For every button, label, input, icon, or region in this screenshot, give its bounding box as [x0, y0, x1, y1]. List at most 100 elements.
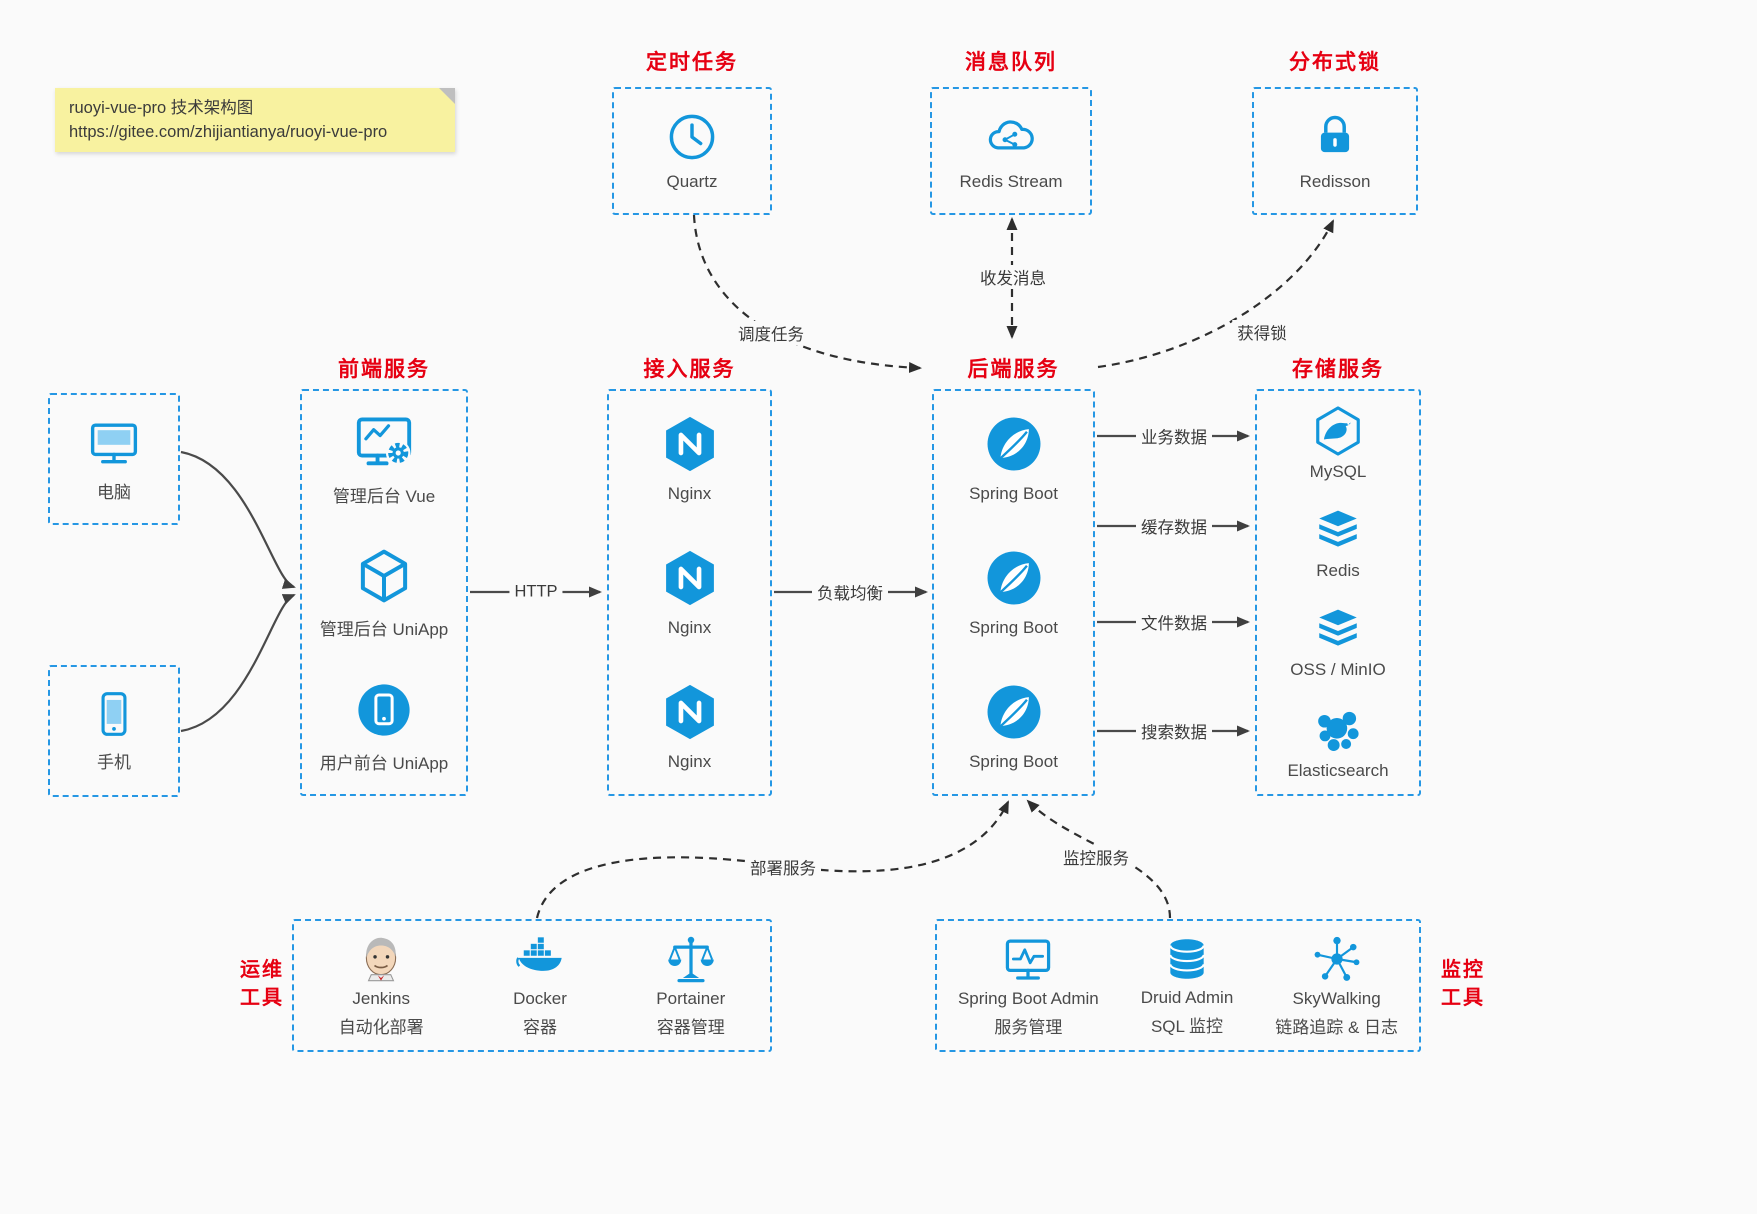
sba-sublabel: 服务管理 — [994, 1018, 1063, 1037]
elasticsearch-label: Elasticsearch — [1287, 761, 1389, 781]
ops-item-portainer: Portainer 容器管理 — [656, 933, 725, 1038]
distributed-lock-title: 分布式锁 — [1289, 51, 1381, 74]
redis-label: Redis — [1316, 560, 1360, 580]
redis-stream-label: Redis Stream — [959, 171, 1063, 191]
mobile-client-item: 手机 — [89, 689, 139, 773]
storage-services-title: 存储服务 — [1292, 358, 1384, 381]
portainer-sublabel: 容器管理 — [656, 1018, 725, 1037]
portainer-label: Portainer — [656, 989, 726, 1008]
monitor-item-sba: Spring Boot Admin 服务管理 — [958, 933, 1099, 1038]
user-uniapp-label: 用户前台 UniApp — [319, 754, 449, 774]
spring-boot-label-2: Spring Boot — [969, 617, 1058, 637]
nginx-label-3: Nginx — [667, 752, 712, 772]
nginx-icon — [659, 681, 721, 743]
druid-database-icon — [1162, 934, 1212, 984]
user-app-icon — [354, 680, 414, 740]
druid-sublabel: SQL 监控 — [1150, 1017, 1224, 1036]
ops-tools-title-line1: 运维 — [240, 959, 284, 981]
sticky-note: ruoyi-vue-pro 技术架构图 https://gitee.com/zh… — [55, 88, 455, 152]
elasticsearch-icon — [1312, 705, 1364, 757]
backend-item-spring-1: Spring Boot — [969, 413, 1058, 504]
frontend-item-user-uniapp: 用户前台 UniApp — [320, 680, 448, 774]
note-fold-corner — [439, 88, 455, 104]
storage-item-elasticsearch: Elasticsearch — [1287, 705, 1389, 781]
spring-boot-admin-icon — [1002, 933, 1054, 985]
load-balance-edge-label: 负载均衡 — [812, 580, 888, 604]
access-services-title: 接入服务 — [643, 358, 736, 381]
ops-tools-box: Jenkins 自动化部署 Docker 容器 Portainer 容器管理 — [292, 919, 772, 1052]
cache-data-edge-label: 缓存数据 — [1136, 514, 1212, 538]
storage-item-mysql: MySQL — [1309, 404, 1367, 482]
storage-services-box: MySQL Redis OSS / MinIO Elasticsearch — [1255, 389, 1421, 796]
nginx-label-1: Nginx — [667, 483, 712, 503]
storage-item-oss-minio: OSS / MinIO — [1290, 606, 1386, 680]
gateway-item-nginx-2: Nginx — [659, 547, 721, 638]
arrow-acquire-lock — [1097, 219, 1334, 369]
business-data-edge-label: 业务数据 — [1136, 424, 1212, 448]
nginx-icon — [659, 547, 721, 609]
redisson-box: Redisson — [1252, 87, 1418, 215]
schedule-task-edge-label: 调度任务 — [733, 321, 809, 345]
send-receive-message-edge-label: 收发消息 — [975, 265, 1051, 289]
storage-item-redis: Redis — [1313, 507, 1363, 581]
monitor-tools-title-line2: 工具 — [1441, 987, 1485, 1009]
skywalking-icon — [1311, 933, 1363, 985]
oss-minio-icon — [1313, 606, 1363, 656]
monitor-tools-title: 监控 工具 — [1435, 956, 1491, 1012]
pc-client-box: 电脑 — [48, 393, 180, 525]
quartz-box: Quartz — [612, 87, 772, 215]
frontend-item-admin-vue: 管理后台 Vue — [333, 411, 435, 507]
phone-icon — [89, 689, 139, 739]
arrow-phone-to-frontend — [180, 593, 296, 733]
portainer-icon — [665, 933, 717, 985]
spring-boot-label-1: Spring Boot — [969, 483, 1058, 503]
redisson-item: Redisson — [1299, 111, 1371, 192]
frontend-services-box: 管理后台 Vue 管理后台 UniApp 用户前台 UniApp — [300, 389, 468, 796]
backend-services-box: Spring Boot Spring Boot Spring Boot — [932, 389, 1095, 796]
monitor-tools-box: Spring Boot Admin 服务管理 Druid Admin SQL 监… — [935, 919, 1421, 1052]
lock-icon — [1309, 111, 1361, 163]
file-data-edge-label: 文件数据 — [1136, 610, 1212, 634]
backend-item-spring-2: Spring Boot — [969, 547, 1058, 638]
mobile-client-label: 手机 — [97, 753, 131, 772]
ops-tools-title: 运维 工具 — [234, 956, 290, 1012]
quartz-label: Quartz — [666, 171, 718, 191]
cloud-network-icon — [983, 111, 1039, 163]
search-data-edge-label: 搜索数据 — [1136, 719, 1212, 743]
gateway-item-nginx-3: Nginx — [659, 681, 721, 772]
admin-vue-label: 管理后台 Vue — [332, 486, 436, 506]
jenkins-label: Jenkins — [352, 989, 410, 1008]
redisson-label: Redisson — [1299, 171, 1371, 191]
arrow-schedule-task — [692, 214, 922, 374]
nginx-label-2: Nginx — [667, 617, 712, 637]
ops-item-jenkins: Jenkins 自动化部署 — [339, 933, 424, 1038]
druid-label: Druid Admin — [1140, 988, 1234, 1007]
deploy-service-edge-label: 部署服务 — [745, 855, 821, 879]
ops-item-docker: Docker 容器 — [513, 933, 567, 1038]
monitor-item-druid: Druid Admin SQL 监控 — [1140, 934, 1234, 1037]
acquire-lock-edge-label: 获得锁 — [1232, 320, 1292, 344]
http-edge-label: HTTP — [509, 582, 563, 602]
quartz-item: Quartz — [666, 111, 718, 192]
admin-vue-icon — [353, 411, 415, 473]
spring-boot-label-3: Spring Boot — [969, 752, 1058, 772]
spring-boot-icon — [983, 547, 1045, 609]
jenkins-icon — [355, 933, 407, 985]
computer-icon — [87, 415, 141, 469]
arrow-computer-to-frontend — [180, 450, 296, 589]
note-title: ruoyi-vue-pro 技术架构图 — [69, 99, 254, 117]
mysql-label: MySQL — [1309, 461, 1367, 481]
cube-icon — [354, 546, 414, 606]
redis-icon — [1313, 507, 1363, 557]
message-queue-title: 消息队列 — [965, 51, 1057, 74]
oss-minio-label: OSS / MinIO — [1290, 660, 1386, 680]
spring-boot-icon — [983, 413, 1045, 475]
monitor-service-edge-label: 监控服务 — [1058, 845, 1134, 869]
backend-item-spring-3: Spring Boot — [969, 681, 1058, 772]
frontend-services-title: 前端服务 — [338, 358, 430, 381]
ops-tools-title-line2: 工具 — [240, 987, 284, 1009]
redis-stream-item: Redis Stream — [959, 111, 1063, 192]
docker-icon — [514, 933, 566, 985]
